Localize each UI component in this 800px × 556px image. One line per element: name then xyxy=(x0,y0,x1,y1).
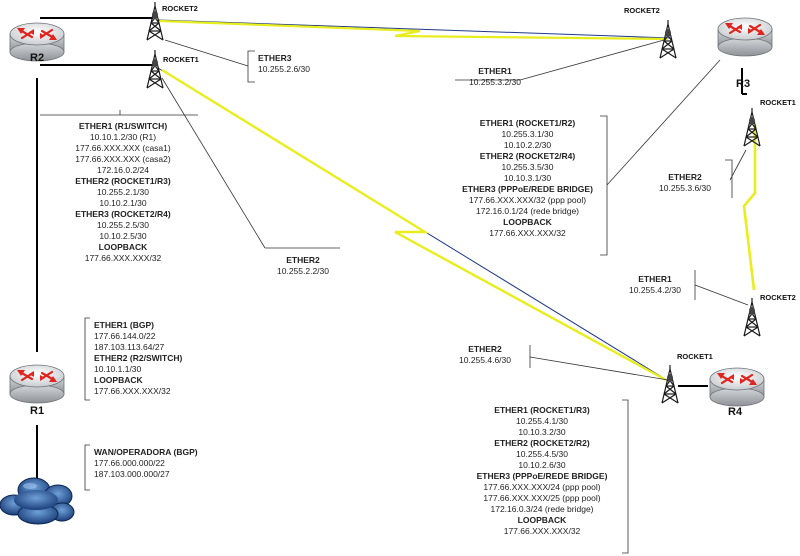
r4-config-line: 177.66.XXX.XXX/32 xyxy=(503,526,581,536)
r3-config-line: 172.16.0.1/24 (rede bridge) xyxy=(475,206,580,216)
r1-config-line: ETHER1 (BGP) xyxy=(94,320,154,330)
r4-ether2-label: ETHER2 10.255.4.6/30 xyxy=(459,344,511,365)
r2-config-line: 177.66.XXX.XXX (casa2) xyxy=(75,154,171,164)
r3-config-line: 177.66.XXX.XXX/32 (ppp pool) xyxy=(468,195,587,205)
r1-config-line: 177.66.XXX.XXX/32 xyxy=(94,386,171,396)
r1-config-line: LOOPBACK xyxy=(94,375,143,385)
r4-config-line: 10.10.3.2/30 xyxy=(518,427,566,437)
r4-config-line: 177.66.XXX.XXX/25 (ppp pool) xyxy=(483,493,601,503)
r2-config-line: ETHER2 (ROCKET1/R3) xyxy=(75,176,171,186)
router-r1-label: R1 xyxy=(30,405,45,417)
tower-r4-rocket1-label: ROCKET1 xyxy=(677,352,713,361)
r2-config-line: 172.16.0.2/24 xyxy=(97,165,149,175)
r4-config-line: ETHER2 (ROCKET2/R2) xyxy=(494,438,590,448)
r2-config-line: 177.66.XXX.XXX/32 xyxy=(84,253,162,263)
router-r4 xyxy=(708,366,766,408)
wan-config-line: 187.103.000.000/27 xyxy=(94,469,170,479)
r4-config-line: 172.16.0.3/24 (rede bridge) xyxy=(490,504,594,514)
r2-config-line: ETHER1 (R1/SWITCH) xyxy=(78,121,168,131)
r3-config-line: LOOPBACK xyxy=(503,217,552,227)
router-r2-label: R2 xyxy=(30,52,45,64)
r2-config-line: 10.255.2.5/30 xyxy=(97,220,149,230)
r4-config-line: ETHER3 (PPPoE/REDE BRIDGE) xyxy=(476,471,608,481)
tower-r4-rocket2 xyxy=(743,297,761,337)
r3-config-line: ETHER2 (ROCKET2/R4) xyxy=(479,151,576,161)
wan-cloud-icon xyxy=(0,477,75,525)
wan-config-line: WAN/OPERADORA (BGP) xyxy=(94,447,198,457)
r3-config-line: 10.10.2.2/30 xyxy=(503,140,552,150)
tower-r2-rocket2-label: ROCKET2 xyxy=(162,4,198,13)
r4-config-line: 10.10.2.6/30 xyxy=(518,460,566,470)
r1-config-line: ETHER2 (R2/SWITCH) xyxy=(94,353,183,363)
r3-config-line: 177.66.XXX.XXX/32 xyxy=(489,228,566,238)
r3-config-line: 10.255.3.5/30 xyxy=(501,162,554,172)
r2r2-r3r2-link xyxy=(157,19,671,39)
router-r4-label: R4 xyxy=(728,406,743,418)
router-r1 xyxy=(8,363,66,405)
tower-r3-rocket1-label: ROCKET1 xyxy=(760,98,796,107)
r2-config-line: 10.10.1.2/30 (R1) xyxy=(89,132,157,142)
r2-ether2-label: ETHER2 10.255.2.2/30 xyxy=(277,255,329,276)
r4-config-line: 10.255.4.5/30 xyxy=(516,449,568,459)
r1-config-line: 10.10.1.1/30 xyxy=(94,364,142,374)
radio-links xyxy=(157,19,757,383)
router-r3 xyxy=(716,16,774,58)
r2-config-line: LOOPBACK xyxy=(98,242,148,252)
r2-config-line: 10.255.2.1/30 xyxy=(97,187,149,197)
tower-r3-rocket2-label: ROCKET2 xyxy=(624,6,660,15)
r3-config-line: ETHER1 (ROCKET1/R2) xyxy=(479,118,576,128)
r3r1-r4r2-link xyxy=(742,125,757,291)
r4-config-line: 177.66.XXX.XXX/24 (ppp pool) xyxy=(483,482,601,492)
wired-links xyxy=(36,17,747,478)
tower-r2-rocket1 xyxy=(146,49,164,89)
r2-config-line: 10.10.2.5/30 xyxy=(99,231,147,241)
r2-ether3-label: ETHER3 10.255.2.6/30 xyxy=(258,53,310,74)
wan-config-line: 177.66.000.000/22 xyxy=(94,458,165,468)
r4-config-line: 10.255.4.1/30 xyxy=(516,416,568,426)
r2-config-line: ETHER3 (ROCKET2/R4) xyxy=(75,209,171,219)
r4-config-line: LOOPBACK xyxy=(517,515,567,525)
tower-r3-rocket1 xyxy=(743,107,761,147)
router-r3-label: R3 xyxy=(736,78,751,90)
r4-config-line: ETHER1 (ROCKET1/R3) xyxy=(494,405,590,415)
r2-config-line: 10.10.2.1/30 xyxy=(99,198,147,208)
tower-r2-rocket1-label: ROCKET1 xyxy=(163,55,199,64)
r3-config-line: ETHER3 (PPPoE/REDE BRIDGE) xyxy=(462,184,593,194)
r3-config-line: 10.255.3.1/30 xyxy=(501,129,554,139)
r3-config-line: 10.10.3.1/30 xyxy=(503,173,552,183)
r3-ether1-label: ETHER1 10.255.3.2/30 xyxy=(469,66,521,87)
r3-ether2-label: ETHER2 10.255.3.6/30 xyxy=(659,172,711,193)
tower-r4-rocket2-label: ROCKET2 xyxy=(760,293,796,302)
annotation-brackets xyxy=(40,39,749,554)
tower-r4-rocket1 xyxy=(661,364,679,404)
r1-config-line: 187.103.113.64/27 xyxy=(94,342,165,352)
r1-config-line: 177.66.144.0/22 xyxy=(94,331,156,341)
r4-ether1-label: ETHER1 10.255.4.2/30 xyxy=(629,274,681,295)
r2-config-line: 177.66.XXX.XXX (casa1) xyxy=(75,143,171,153)
r2-config-block: ETHER1 (R1/SWITCH)10.10.1.2/30 (R1)177.6… xyxy=(48,121,198,264)
